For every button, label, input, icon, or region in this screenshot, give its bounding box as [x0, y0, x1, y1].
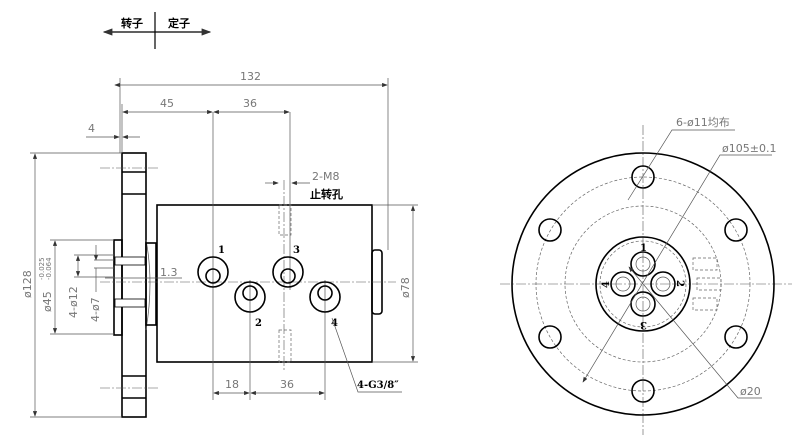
port-2-label: 2	[255, 318, 262, 329]
dim-tol-lower: -0.064	[45, 257, 53, 280]
end-view: 1 2 3 4 6-ø11均布 ø105±0.1 ø20	[500, 116, 792, 435]
m8-threaded-holes	[278, 204, 292, 363]
hub-outline	[595, 236, 691, 332]
stator-label: 定子	[168, 16, 190, 30]
bolt-circle	[535, 176, 751, 392]
dim-132: 132	[240, 70, 261, 83]
end-port-1-label: 1	[640, 243, 647, 254]
dim-45: 45	[160, 97, 174, 110]
port-4: 4	[309, 281, 341, 329]
port-4-label: 4	[331, 318, 338, 329]
key-slot	[692, 257, 722, 311]
m8-note: 2-M8	[312, 170, 339, 183]
rotor-stator-legend: 转子 定子	[102, 12, 212, 49]
flange-section	[113, 152, 157, 418]
port-1-label: 1	[218, 245, 225, 256]
flange-outline	[511, 152, 775, 416]
dim-dia-45: ø45	[41, 291, 54, 312]
dim-dia-78: ø78	[399, 277, 412, 298]
port-circle-dim: ø20	[740, 385, 761, 398]
dim-36-top: 36	[243, 97, 257, 110]
end-ports: 1 2 3 4	[601, 243, 685, 330]
end-port-2-label: 2	[674, 280, 685, 287]
port-1: 1	[197, 245, 229, 288]
end-port-4-label: 4	[601, 281, 612, 288]
dim-tol-upper: -0.025	[38, 257, 46, 280]
end-port-3-label: 3	[640, 319, 647, 330]
bolt-holes	[538, 165, 748, 403]
dim-4-dia-7: 4-ø7	[89, 297, 102, 322]
bolt-holes-note: 6-ø11均布	[676, 116, 730, 129]
dim-1-3: 1.3	[160, 266, 178, 279]
dim-4-dia-12: 4-ø12	[67, 286, 80, 318]
dim-36-bottom: 36	[280, 378, 294, 391]
port-thread-note: 4-G3/8″	[357, 380, 399, 391]
port-2: 2	[234, 281, 266, 329]
stator-body	[156, 204, 373, 363]
port-3: 3	[272, 245, 304, 288]
rotor-label: 转子	[121, 16, 143, 30]
anti-rotation-note: 止转孔	[310, 187, 343, 201]
dim-18: 18	[225, 378, 239, 391]
dim-dia-128: ø128	[21, 270, 34, 298]
dim-4: 4	[88, 122, 95, 135]
port-3-label: 3	[293, 245, 300, 256]
side-view: 1 2 3 4 132 45 36 4 ø128	[21, 70, 418, 418]
bolt-circle-dim: ø105±0.1	[722, 142, 776, 155]
